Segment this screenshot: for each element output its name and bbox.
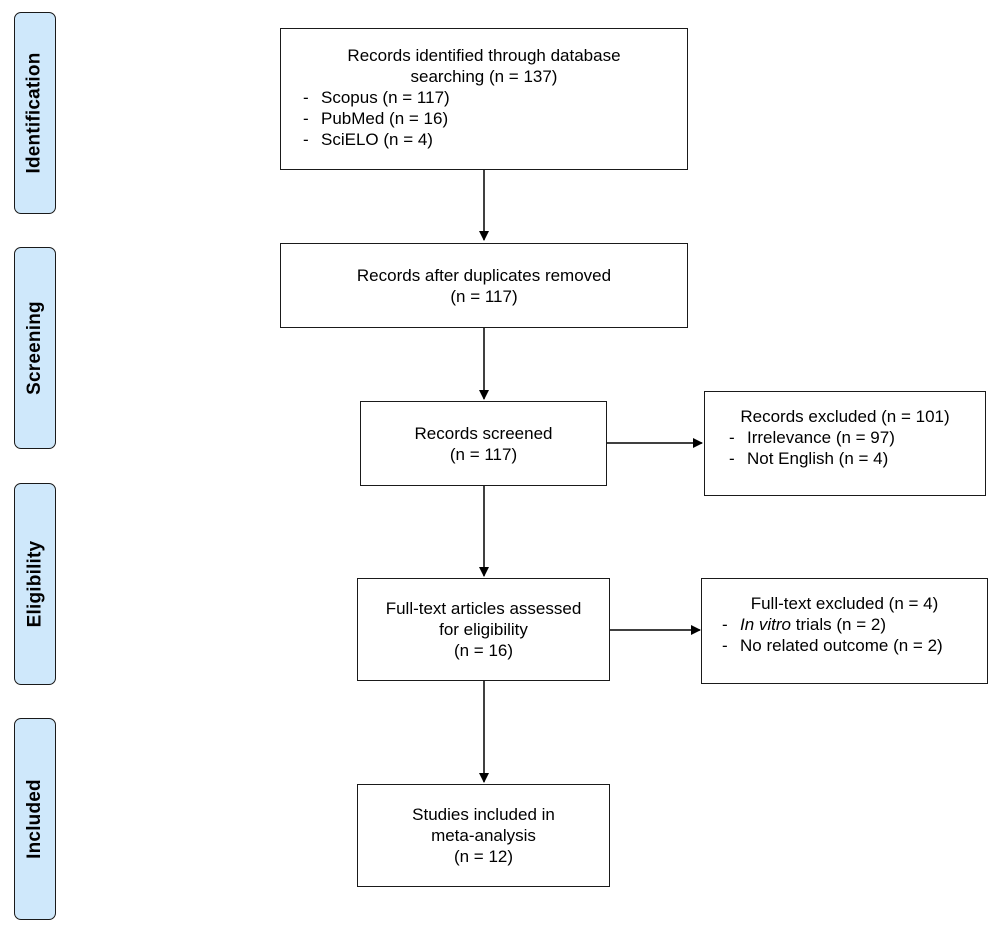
records-identified-title-line2: searching (n = 137) [410, 67, 558, 86]
records-excluded-title: Records excluded (n = 101) [740, 407, 950, 426]
list-item: -SciELO (n = 4) [303, 130, 433, 149]
studies-included-box: Studies included in meta-analysis (n = 1… [357, 784, 610, 887]
records-identified-box: Records identified through database sear… [280, 28, 688, 170]
fulltext-excluded-box: Full-text excluded (n = 4) -In vitro tri… [701, 578, 988, 684]
phase-eligibility: Eligibility [14, 483, 56, 685]
list-item: -Irrelevance (n = 97) [729, 428, 895, 447]
records-screened-label: Records screened [414, 423, 553, 443]
fulltext-assessed-line1: Full-text articles assessed [385, 599, 582, 618]
duplicates-removed-box: Records after duplicates removed (n = 11… [280, 243, 688, 328]
list-item: -Scopus (n = 117) [303, 88, 450, 107]
fulltext-assessed-line2: for eligibility [439, 620, 528, 639]
list-item: -In vitro trials (n = 2) [722, 615, 886, 634]
list-item: -Not English (n = 4) [729, 449, 889, 468]
duplicates-removed-count: (n = 117) [450, 286, 518, 306]
phase-screening: Screening [14, 247, 56, 449]
phase-identification: Identification [14, 12, 56, 214]
fulltext-assessed-box: Full-text articles assessed for eligibil… [357, 578, 610, 681]
studies-included-line2: meta-analysis [431, 826, 536, 845]
studies-included-count: (n = 12) [453, 847, 514, 866]
records-excluded-box: Records excluded (n = 101) -Irrelevance … [704, 391, 986, 496]
records-screened-count: (n = 117) [449, 444, 518, 464]
studies-included-line1: Studies included in [412, 805, 555, 824]
duplicates-removed-label: Records after duplicates removed [356, 265, 612, 285]
fulltext-excluded-title: Full-text excluded (n = 4) [750, 594, 939, 613]
records-screened-box: Records screened (n = 117) [360, 401, 607, 486]
list-item: -No related outcome (n = 2) [722, 636, 943, 655]
list-item: -PubMed (n = 16) [303, 109, 449, 128]
fulltext-assessed-count: (n = 16) [453, 641, 514, 660]
records-identified-title-line1: Records identified through database [347, 46, 621, 65]
phase-included: Included [14, 718, 56, 920]
